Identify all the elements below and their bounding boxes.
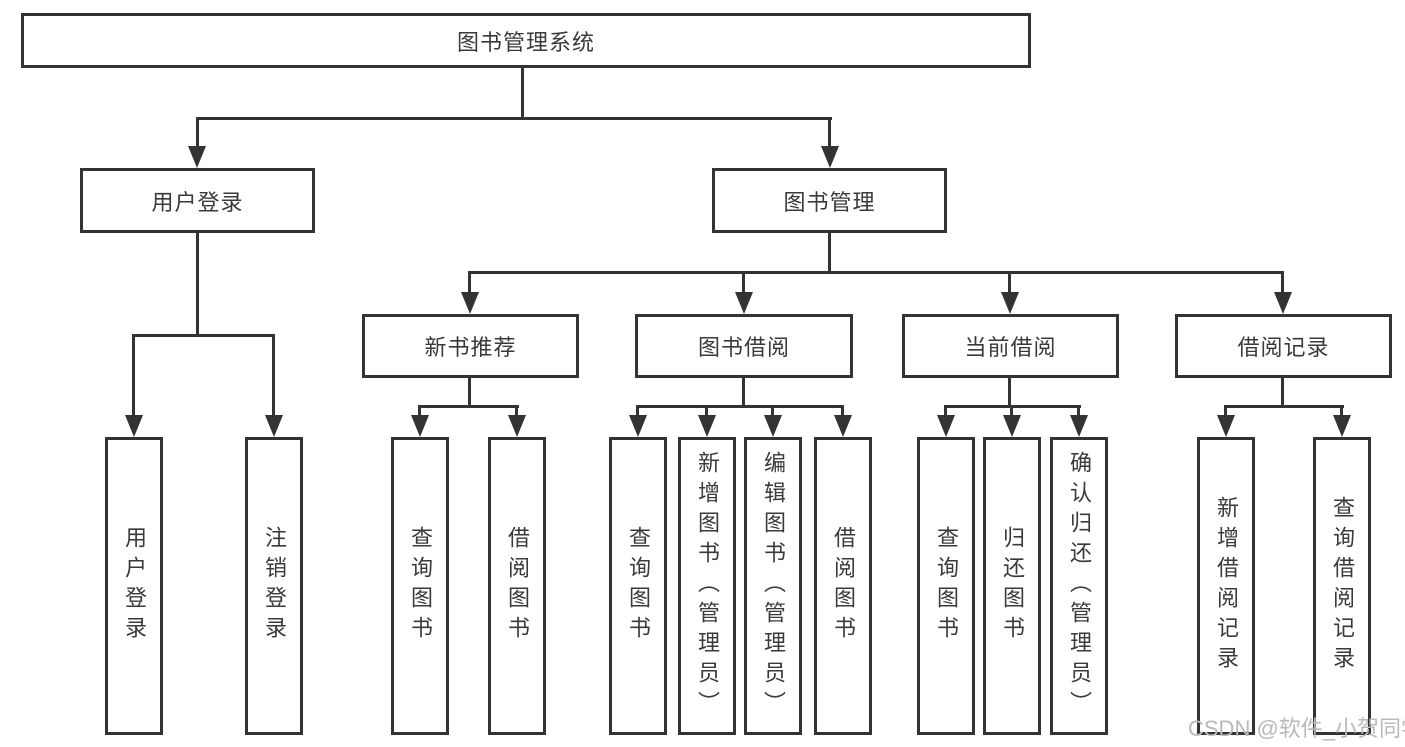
node-label: 查询借阅记录 xyxy=(1330,496,1355,676)
connector-line xyxy=(418,405,421,418)
connector-line xyxy=(828,233,831,274)
node-book-management: 图书管理 xyxy=(712,168,947,233)
arrow-head xyxy=(629,415,647,437)
node-label: 注销登录 xyxy=(262,526,287,646)
leaf-add-books-admin: 新增图书（管理员） xyxy=(678,437,736,735)
connector-line xyxy=(418,405,519,408)
connector-line xyxy=(636,405,639,418)
connector-line xyxy=(742,378,745,408)
arrow-head xyxy=(1217,415,1235,437)
connector-line xyxy=(1008,378,1011,408)
arrow-head xyxy=(821,146,839,168)
arrow-head xyxy=(265,415,283,437)
node-new-book-recommend: 新书推荐 xyxy=(362,314,579,378)
connector-line xyxy=(196,233,199,337)
connector-line xyxy=(841,405,844,418)
node-label: 新增图书（管理员） xyxy=(695,451,720,721)
csdn-watermark: CSDN @软件_小贺同学 xyxy=(1188,716,1405,741)
connector-line xyxy=(1008,271,1011,296)
node-label: 借阅图书 xyxy=(831,526,856,646)
arrow-head xyxy=(1070,415,1088,437)
leaf-logout: 注销登录 xyxy=(245,437,303,735)
leaf-user-login: 用户登录 xyxy=(105,437,163,735)
node-label: 新书推荐 xyxy=(424,335,517,360)
arrow-head xyxy=(1003,415,1021,437)
arrow-head xyxy=(411,415,429,437)
connector-line xyxy=(705,405,708,418)
node-label: 新增借阅记录 xyxy=(1214,496,1239,676)
arrow-head xyxy=(1333,415,1351,437)
arrow-head xyxy=(1001,292,1019,314)
node-current-borrowing: 当前借阅 xyxy=(902,314,1119,378)
node-label: 确认归还（管理员） xyxy=(1067,451,1092,721)
arrow-head xyxy=(764,415,782,437)
node-book-management-system: 图书管理系统 xyxy=(21,13,1031,68)
connector-line xyxy=(132,334,275,337)
node-label: 当前借阅 xyxy=(964,335,1057,360)
node-label: 查询图书 xyxy=(626,526,651,646)
node-label: 图书借阅 xyxy=(697,335,790,360)
leaf-query-books-borrowing: 查询图书 xyxy=(609,437,667,735)
connector-line xyxy=(272,334,275,418)
node-user-login: 用户登录 xyxy=(80,168,315,233)
arrow-head xyxy=(1274,292,1292,314)
node-label: 编辑图书（管理员） xyxy=(761,451,786,721)
arrow-head xyxy=(937,415,955,437)
connector-line xyxy=(944,405,947,418)
connector-line xyxy=(521,68,524,119)
arrow-head xyxy=(461,292,479,314)
node-borrowing-records: 借阅记录 xyxy=(1175,314,1392,378)
node-label: 借阅记录 xyxy=(1237,335,1330,360)
leaf-return-books: 归还图书 xyxy=(983,437,1041,735)
node-label: 查询图书 xyxy=(934,526,959,646)
connector-line xyxy=(1224,405,1344,408)
connector-line xyxy=(742,271,745,296)
connector-line xyxy=(636,405,844,408)
connector-line xyxy=(1077,405,1080,418)
leaf-borrow-books-recommend: 借阅图书 xyxy=(488,437,546,735)
arrow-head xyxy=(508,415,526,437)
leaf-query-borrow-record: 查询借阅记录 xyxy=(1313,437,1371,735)
connector-line xyxy=(196,117,832,120)
connector-line xyxy=(515,405,518,418)
connector-line xyxy=(1224,405,1227,418)
node-label: 图书管理 xyxy=(783,189,876,215)
leaf-borrow-books-borrowing: 借阅图书 xyxy=(814,437,872,735)
connector-line xyxy=(771,405,774,418)
leaf-edit-books-admin: 编辑图书（管理员） xyxy=(744,437,802,735)
connector-line xyxy=(1340,405,1343,418)
connector-line xyxy=(196,117,199,149)
arrow-head xyxy=(735,292,753,314)
node-label: 用户登录 xyxy=(122,526,147,646)
connector-line xyxy=(132,334,135,418)
node-label: 借阅图书 xyxy=(505,526,530,646)
node-label: 查询图书 xyxy=(408,526,433,646)
connector-line xyxy=(1281,378,1284,408)
leaf-query-books-current: 查询图书 xyxy=(917,437,975,735)
leaf-query-books-recommend: 查询图书 xyxy=(391,437,449,735)
connector-line xyxy=(468,271,1284,274)
arrow-head xyxy=(188,146,206,168)
arrow-head xyxy=(834,415,852,437)
connector-line xyxy=(1281,271,1284,296)
connector-line xyxy=(468,271,471,296)
connector-line xyxy=(468,378,471,408)
node-label: 归还图书 xyxy=(1000,526,1025,646)
node-book-borrowing: 图书借阅 xyxy=(635,314,853,378)
connector-line xyxy=(1010,405,1013,418)
arrow-head xyxy=(125,415,143,437)
connector-line xyxy=(828,117,831,149)
node-label: 用户登录 xyxy=(151,189,244,215)
leaf-confirm-return-admin: 确认归还（管理员） xyxy=(1050,437,1108,735)
node-label: 图书管理系统 xyxy=(456,29,595,55)
arrow-head xyxy=(698,415,716,437)
leaf-add-borrow-record: 新增借阅记录 xyxy=(1197,437,1255,735)
